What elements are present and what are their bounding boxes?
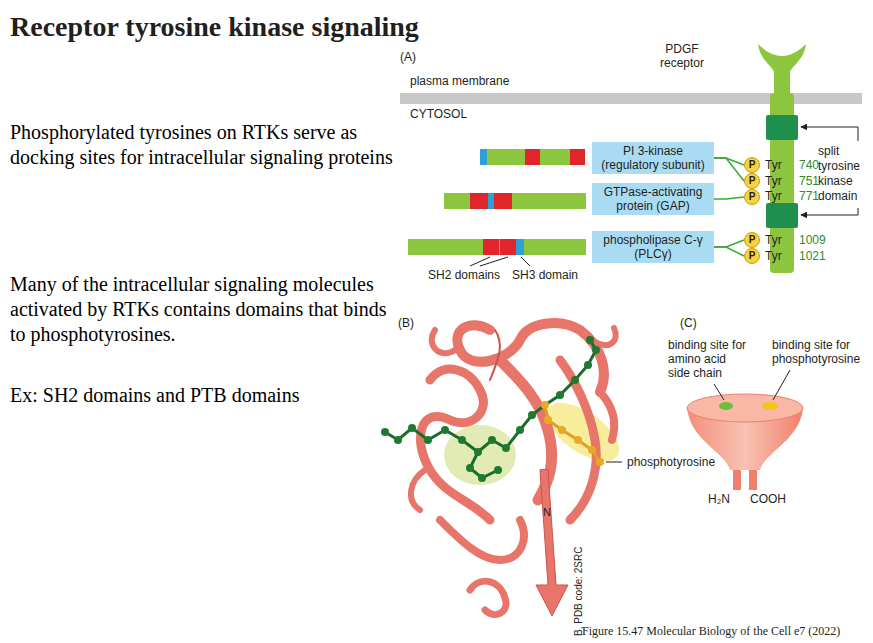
sh2-domain-schematic (687, 394, 803, 490)
residue-name: Tyr (765, 158, 782, 172)
part-name: plasma membrane (410, 74, 509, 88)
docking-connector (714, 158, 744, 181)
phosphate-symbol: P (745, 249, 759, 263)
body-text: Ex: SH2 domains and PTB domains (10, 383, 400, 408)
leader-line (470, 257, 530, 266)
panel-letter: (B) (398, 316, 414, 330)
residue-name: Tyr (765, 233, 782, 247)
part-name: PDGF receptor (650, 42, 714, 70)
part-name: binding site for phosphotyrosine (772, 338, 872, 366)
docking-connector (714, 247, 744, 256)
docking-connector (714, 197, 744, 199)
slide-title: Receptor tyrosine kinase signaling (10, 10, 419, 44)
figure-caption: Figure 15.47 Molecular Biology of the Ce… (582, 624, 840, 638)
terminus-label: N (543, 505, 551, 519)
sh2-ribbon-structure (411, 323, 629, 616)
bracket-arrow (801, 127, 858, 141)
phosphate-symbol: P (745, 233, 759, 247)
part-name: split tyrosine kinase domain (818, 144, 870, 204)
terminus-label: COOH (750, 492, 786, 506)
protein-bar (408, 239, 586, 255)
residue-number: 740 (799, 158, 819, 172)
protein-name: PI 3-kinase (regulatory subunit) (598, 144, 708, 172)
body-text: Many of the intracellular signaling mole… (10, 272, 400, 347)
docking-connector (714, 240, 744, 247)
phosphate-circle: P (744, 173, 760, 189)
phosphate-circle: P (744, 157, 760, 173)
residue-number: 771 (799, 189, 819, 203)
residue-name: Tyr (765, 249, 782, 263)
terminus-label: H₂N (708, 492, 730, 506)
kinase-domain (766, 115, 798, 140)
receptor-extracellular (758, 44, 806, 93)
protein-bar (444, 193, 586, 209)
panel-letter: (C) (680, 316, 697, 330)
signaling-protein-box: phospholipase C-γ (PLCγ) (592, 231, 714, 263)
signaling-protein-box: GTPase-activating protein (GAP) (592, 183, 714, 215)
peptide-ball-and-stick (381, 336, 604, 482)
phosphate-symbol: P (745, 158, 759, 172)
source-note: B, PDB code: 2SRC (572, 547, 586, 636)
protein-bar (480, 149, 585, 165)
phosphate-circle: P (744, 232, 760, 248)
part-name: SH2 domains (428, 268, 500, 282)
protein-name: GTPase-activating protein (GAP) (598, 185, 708, 213)
body-text: Phosphorylated tyrosines on RTKs serve a… (10, 120, 400, 170)
part-name: binding site for amino acid side chain (668, 338, 750, 380)
leader-line (606, 462, 622, 463)
residue-number: 751 (799, 174, 819, 188)
signaling-protein-box: PI 3-kinase (regulatory subunit) (592, 142, 714, 174)
phosphate-circle: P (744, 189, 760, 205)
phosphate-circle: P (744, 248, 760, 264)
residue-number: 1021 (799, 249, 826, 263)
part-name: CYTOSOL (410, 107, 467, 121)
phosphate-symbol: P (745, 190, 759, 204)
residue-number: 1009 (799, 233, 826, 247)
bracket-arrow (801, 208, 858, 215)
part-name: SH3 domain (512, 268, 578, 282)
kinase-domain (766, 203, 798, 228)
leader-line (714, 370, 790, 400)
residue-name: Tyr (765, 174, 782, 188)
protein-name: phospholipase C-γ (PLCγ) (598, 233, 708, 261)
panel-letter: (A) (400, 50, 416, 64)
residue-name: Tyr (765, 189, 782, 203)
part-name: phosphotyrosine (626, 455, 716, 469)
phosphate-symbol: P (745, 174, 759, 188)
